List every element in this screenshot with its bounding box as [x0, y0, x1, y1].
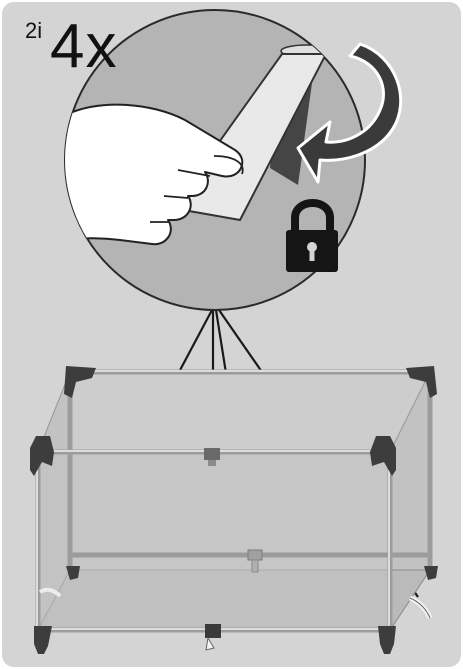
step-number: 2i	[25, 18, 42, 44]
playpen-frame-icon	[30, 366, 438, 654]
quantity-label: 4x	[50, 16, 117, 78]
